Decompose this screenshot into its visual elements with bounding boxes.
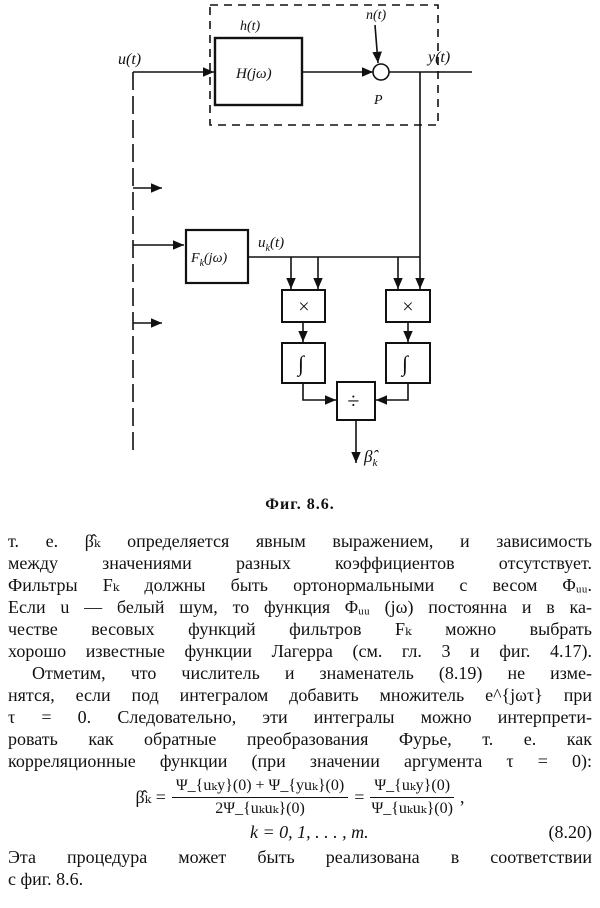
paragraph-3: Эта процедура может быть реализована в с… [8,846,592,890]
label-beta: β̂k [363,447,379,469]
formula-range: k = 0, 1, . . . , m. [250,822,369,842]
multiplier-2-symbol: × [401,296,415,318]
label-uk: uk(t) [258,235,284,254]
text-line: нятся, если под интегралом добавить множ… [8,685,592,705]
equation-range: k = 0, 1, . . . , m. (8.20) [0,821,600,843]
block-diagram: u(t) h(t) H(jω) n(t) y(t) P Fk(jω) uk(t)… [118,4,472,469]
text-line: Если u — белый шум, то функция Φᵤᵤ (jω) … [8,597,592,617]
text-line: Эта процедура может быть реализована в с… [8,847,592,867]
divider-symbol: ÷ [347,388,359,413]
text-line: ровать как обратные преобразования Фурье… [8,729,592,749]
integrator-2-symbol: ∫ [400,351,410,377]
text-line: Отметим, что числитель и знаменатель (8.… [32,663,592,683]
formula-lhs: β̂ₖ = [135,787,166,807]
text-line: между значениями разных коэффициентов от… [8,553,592,573]
plant-dashed-boundary [209,4,439,126]
equation-number: (8.20) [548,822,593,842]
text-line: с фиг. 8.6. [8,869,84,889]
label-y: y(t) [426,49,450,66]
multiplier-1-symbol: × [297,296,311,318]
summing-point [372,63,390,81]
text-line: хорошо известные функции Лагерра (см. гл… [8,641,592,661]
formula-comma: , [460,787,465,807]
fraction-2: Ψ_{uₖy}(0)Ψ_{uₖuₖ}(0) [370,776,455,817]
label-n: n(t) [366,8,387,23]
fraction-1: Ψ_{uₖy}(0) + Ψ_{yuₖ}(0)2Ψ_{uₖuₖ}(0) [171,776,349,819]
text-line: корреляционные функции (при значении арг… [8,751,592,771]
figure-caption: Фиг. 8.6. [265,496,335,513]
label-P: P [373,93,383,108]
label-h: h(t) [240,19,261,34]
text-line: т. е. β̂ₖ определяется явным выражением,… [8,531,592,551]
label-F: Fk(jω) [190,251,227,269]
text-line: Фильтры Fₖ должны быть ортонормальными с… [8,575,592,595]
label-u: u(t) [118,51,141,68]
paragraph-1: т. е. β̂ₖ определяется явным выражением,… [8,530,592,772]
text-line: τ = 0. Следовательно, эти интегралы можн… [8,707,592,727]
text-line: честве весовых функций фильтров Fₖ можно… [8,619,592,639]
integrator-1-symbol: ∫ [296,351,306,377]
label-H: H(jω) [235,66,272,82]
equation-8-20: β̂ₖ = Ψ_{uₖy}(0) + Ψ_{yuₖ}(0)2Ψ_{uₖuₖ}(0… [0,774,600,820]
formula-eq: = [354,787,365,807]
